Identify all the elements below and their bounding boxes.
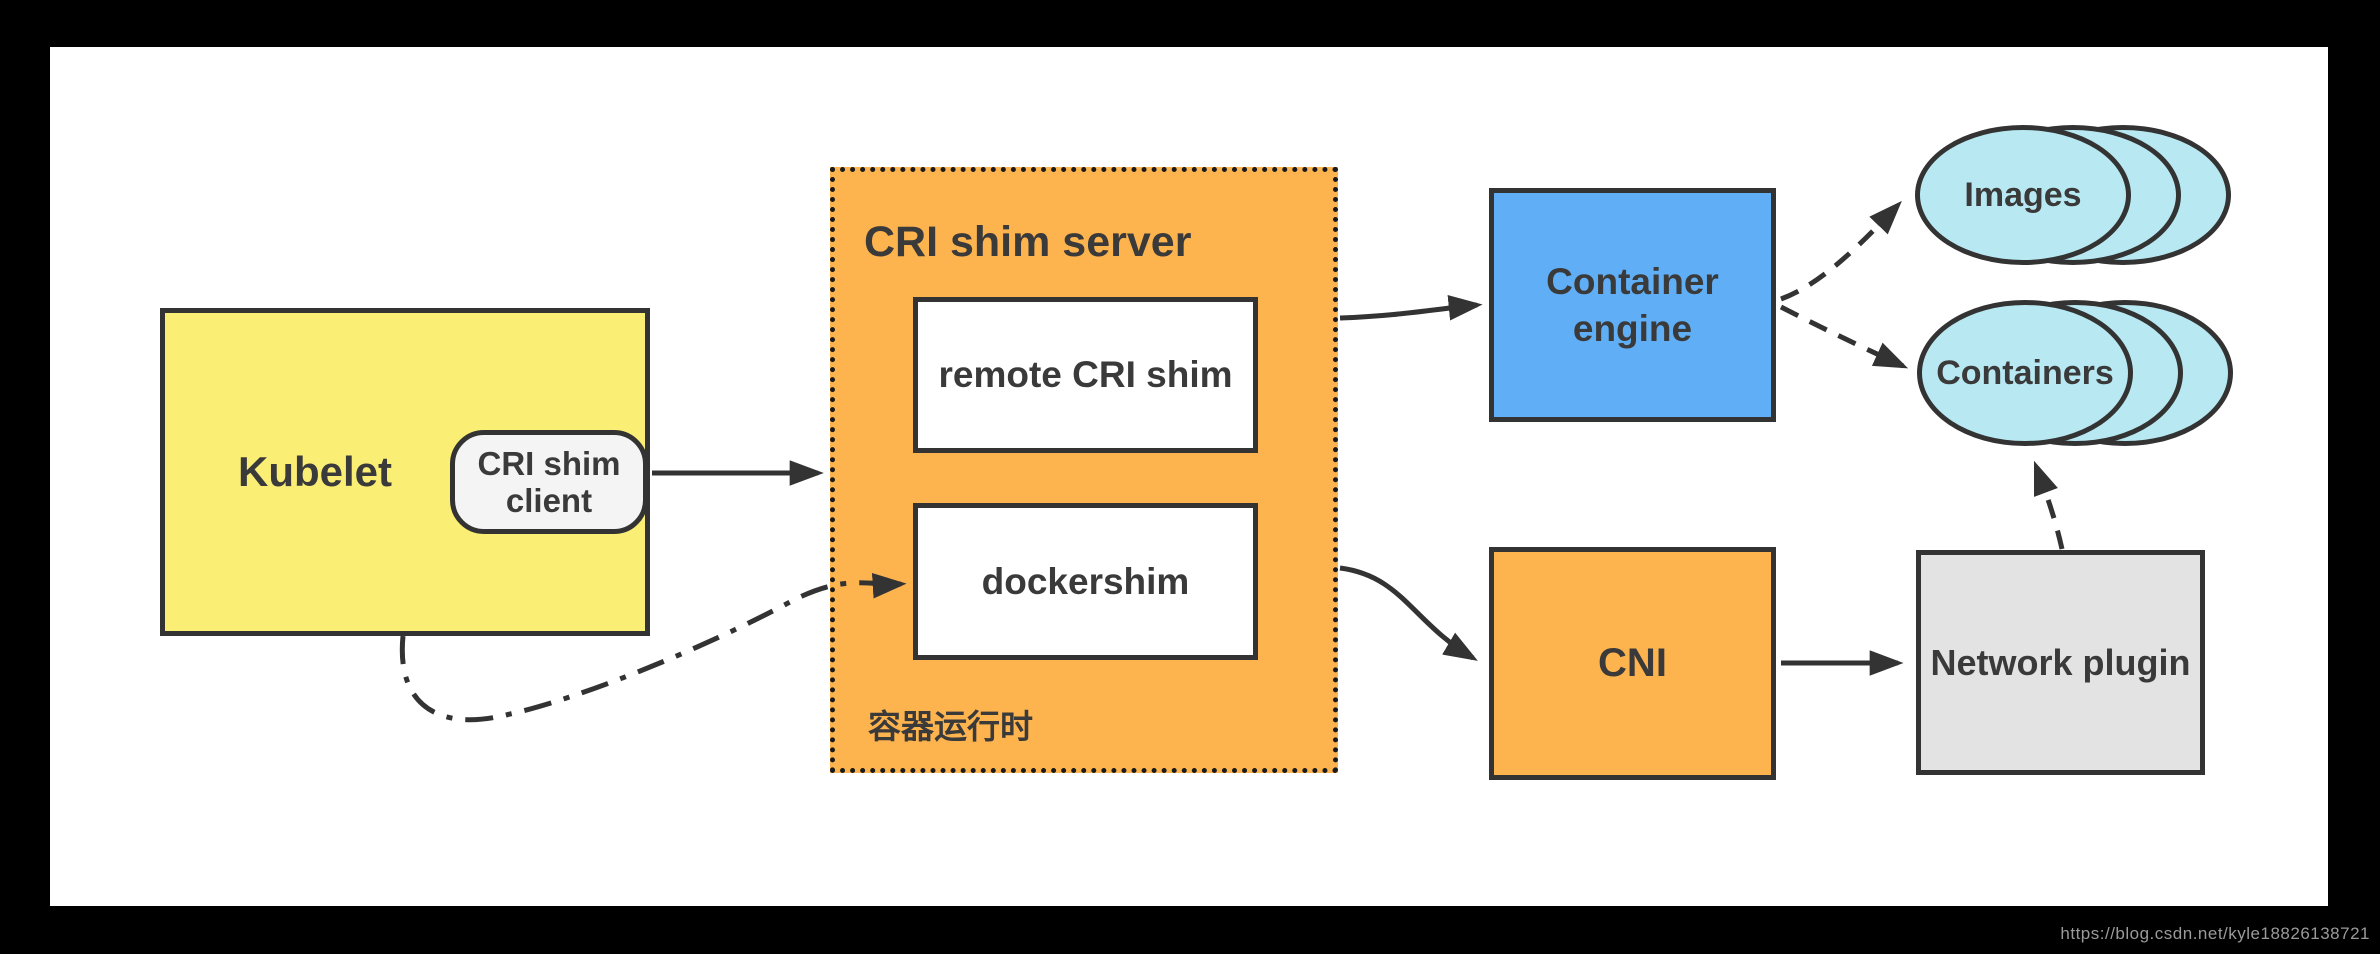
node-cri-shim-server xyxy=(830,167,1338,773)
images-label: Images xyxy=(1964,175,2082,214)
images-ellipse-front: Images xyxy=(1915,125,2131,265)
containers-ellipse-front: Containers xyxy=(1917,300,2133,446)
node-cri-shim-client: CRI shim client xyxy=(450,430,648,534)
node-remote-cri-shim: remote CRI shim xyxy=(913,297,1258,453)
cni-label: CNI xyxy=(1598,641,1667,685)
containers-label: Containers xyxy=(1936,353,2114,392)
cri-shim-client-label: CRI shim client xyxy=(477,445,621,519)
cri-shim-server-title: CRI shim server xyxy=(864,218,1192,266)
node-container-engine: Container engine xyxy=(1489,188,1776,422)
remote-cri-shim-label: remote CRI shim xyxy=(938,354,1233,395)
dockershim-label: dockershim xyxy=(981,560,1190,602)
network-plugin-label: Network plugin xyxy=(1930,641,2191,683)
node-cni: CNI xyxy=(1489,547,1776,780)
container-runtime-label: 容器运行时 xyxy=(868,708,1033,745)
kubelet-label: Kubelet xyxy=(237,448,392,495)
container-engine-label: Container engine xyxy=(1546,261,1719,349)
watermark-url: https://blog.csdn.net/kyle18826138721 xyxy=(2060,924,2370,943)
node-network-plugin: Network plugin xyxy=(1916,550,2205,775)
node-dockershim: dockershim xyxy=(913,503,1258,660)
